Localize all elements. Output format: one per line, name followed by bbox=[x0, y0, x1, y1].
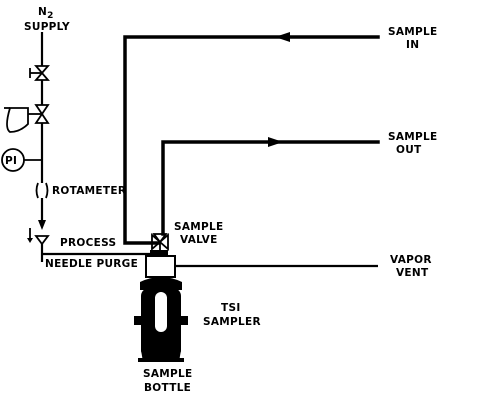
pressure-indicator-label: PI bbox=[5, 155, 17, 167]
sample-in-label-top: SAMPLE bbox=[388, 26, 438, 38]
needle-purge-label: NEEDLE PURGE bbox=[45, 258, 138, 270]
control-valve-icon bbox=[4, 104, 50, 133]
sample-valve-label-bottom: VALVE bbox=[180, 234, 218, 246]
sample-out-arrow-icon bbox=[268, 137, 283, 147]
sample-in-label-bottom: IN bbox=[406, 39, 419, 51]
sample-in-line bbox=[123, 35, 380, 245]
sample-bottle-label-top: SAMPLE bbox=[143, 368, 193, 380]
vapor-vent-label-bottom: VENT bbox=[396, 267, 429, 279]
sample-out-label-bottom: OUT bbox=[396, 144, 422, 156]
sample-valve-label-top: SAMPLE bbox=[174, 221, 224, 233]
n2-supply-label-bottom: SUPPLY bbox=[24, 21, 70, 33]
sample-bottle-label-bottom: BOTTLE bbox=[144, 382, 191, 394]
rotameter-icon bbox=[35, 182, 49, 199]
process-label: PROCESS bbox=[60, 237, 116, 249]
rotameter-label: ROTAMETER bbox=[52, 185, 126, 197]
tsi-sampler-icon bbox=[134, 250, 188, 362]
n2-supply-label-top: N2 bbox=[38, 6, 54, 21]
sample-out-label-top: SAMPLE bbox=[388, 131, 438, 143]
vapor-vent-label-top: VAPOR bbox=[390, 254, 432, 266]
manual-valve-icon bbox=[29, 65, 50, 81]
needle-purge-valve-icon bbox=[27, 220, 50, 246]
tsi-sampler-label-top: TSI bbox=[221, 302, 241, 314]
pressure-indicator-icon bbox=[1, 148, 42, 172]
sample-out-line bbox=[161, 140, 380, 236]
tsi-sampler-label-bottom: SAMPLER bbox=[203, 316, 261, 328]
sample-in-arrow-icon bbox=[275, 32, 290, 42]
